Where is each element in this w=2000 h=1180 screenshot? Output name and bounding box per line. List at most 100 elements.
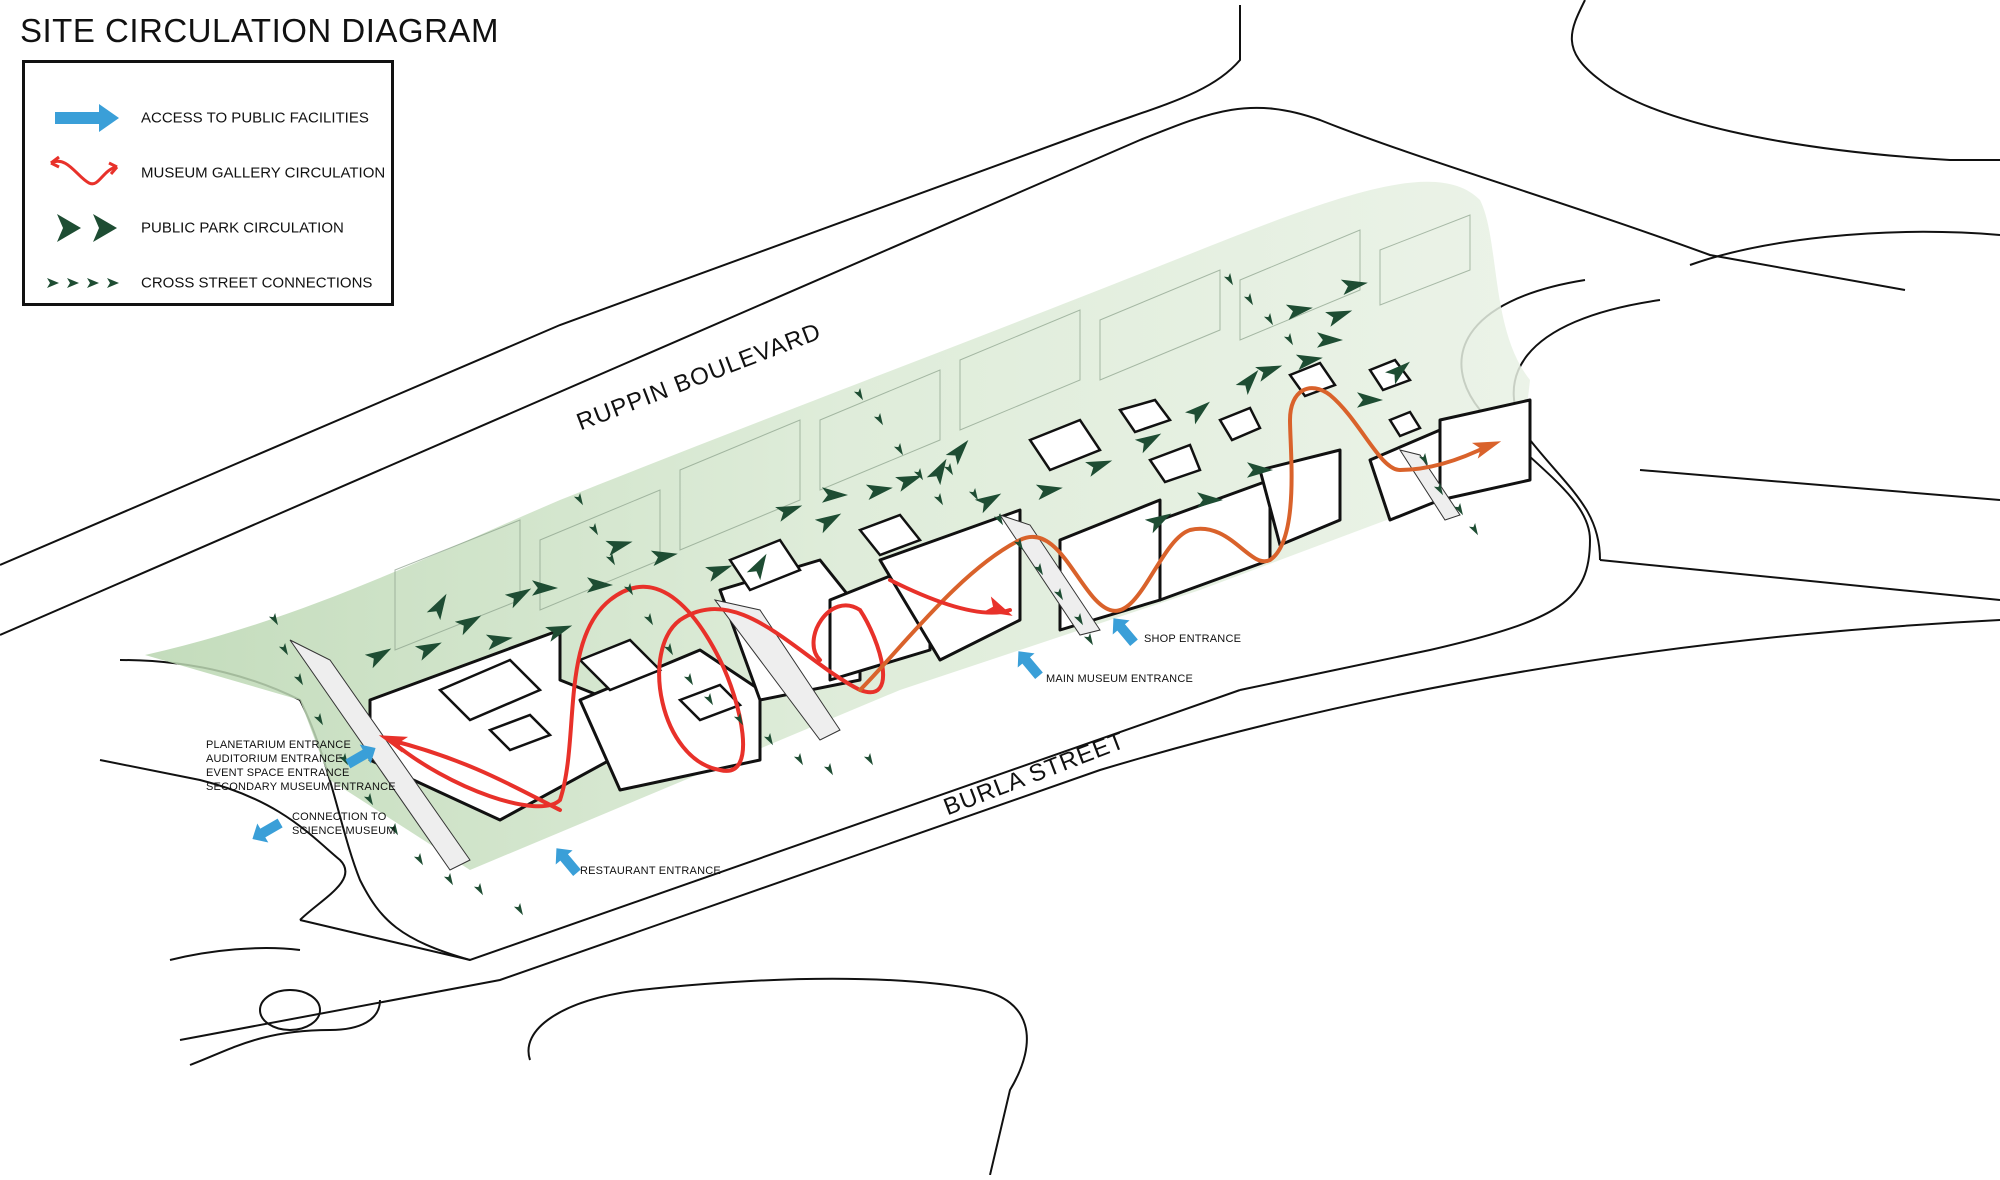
gallery-arrowhead-center <box>983 596 1013 616</box>
park-circulation-arrowhead <box>705 565 733 582</box>
park-circulation-arrowhead <box>1317 332 1343 348</box>
cross-street-arrowhead <box>943 463 953 476</box>
access-arrow-planetarium <box>345 744 376 769</box>
cross-street-arrowhead <box>338 753 348 766</box>
cross-street-arrowhead <box>278 643 288 656</box>
access-arrow-science-museum <box>252 818 283 843</box>
park-circulation-arrowhead <box>364 648 392 669</box>
cross-street-arrowhead <box>588 523 598 536</box>
cross-street-arrowhead <box>1033 563 1043 576</box>
cross-street-arrowhead <box>933 493 943 506</box>
park-circulation-arrowhead <box>532 580 558 596</box>
roundabout-island <box>259 989 321 1031</box>
cross-street-arrowhead <box>443 873 453 886</box>
southwest-edge <box>99 759 347 921</box>
park-circulation-arrowhead <box>1247 462 1273 478</box>
south-road-west <box>189 999 381 1066</box>
park-circulation-arrowhead <box>1285 304 1313 320</box>
cross-street-arrowhead <box>573 493 583 506</box>
access-arrow-restaurant <box>555 848 581 876</box>
legend-label-gallery: MUSEUM GALLERY CIRCULATION <box>141 164 386 182</box>
cross-street-arrowhead <box>703 693 713 706</box>
park-circulation-arrowhead <box>1235 370 1259 395</box>
cross-street-arrowhead <box>663 643 673 656</box>
cross-street-arrowhead <box>388 823 398 836</box>
cross-street-arrowhead <box>473 883 483 896</box>
legend-item-gallery: MUSEUM GALLERY CIRCULATION <box>25 153 391 193</box>
legend-item-park: PUBLIC PARK CIRCULATION <box>25 208 391 248</box>
cross-street-arrowhead <box>513 903 523 916</box>
park-circulation-arrowhead <box>1185 401 1210 425</box>
cross-street-arrowhead <box>1073 613 1083 626</box>
burla-street-south-edge <box>179 619 2000 1041</box>
cross-street-arrowhead <box>1083 633 1093 646</box>
cross-street-arrowhead <box>863 753 873 766</box>
legend-item-access: ACCESS TO PUBLIC FACILITIES <box>25 98 391 138</box>
park-circulation-arrowhead <box>775 505 803 522</box>
entrance-label-restaurant: RESTAURANT ENTRANCE <box>580 865 721 877</box>
cross-street-arrowhead <box>1223 273 1233 286</box>
small-green-arrowheads-icon <box>47 278 119 288</box>
cross-street-arrowhead <box>793 753 803 766</box>
park-circulation-arrowhead <box>1340 279 1368 295</box>
park-circulation-arrowhead <box>587 577 613 593</box>
south-curb <box>527 977 1028 1176</box>
park-circulation-arrowhead <box>426 593 447 621</box>
park-circulation-arrowhead <box>605 540 633 556</box>
park-circulation-arrowhead <box>1357 392 1383 408</box>
east-road-inner <box>1689 230 2000 266</box>
green-arrowheads-icon <box>57 214 117 242</box>
courtyard-boxes <box>437 358 1422 752</box>
park-circulation-arrowhead <box>650 550 678 566</box>
park-circulation-arrowhead <box>814 513 842 534</box>
park-circulation-arrowhead <box>974 493 1002 514</box>
wireframe-massing <box>394 214 1471 651</box>
southwest-road-top <box>169 947 301 961</box>
park-circulation-arrowhead <box>454 615 482 636</box>
access-arrow-shop <box>1112 618 1138 646</box>
cross-street-arrowhead <box>605 553 615 566</box>
entrance-label-planetarium: PLANETARIUM ENTRANCE <box>206 739 351 751</box>
blue-arrow-icon <box>55 104 119 132</box>
park-circulation-arrowhead <box>485 634 513 650</box>
cross-street-arrowhead <box>643 613 653 626</box>
entrance-label-auditorium: AUDITORIUM ENTRANCE <box>206 753 343 765</box>
cross-street-arrowhead <box>313 713 323 726</box>
park-circulation-arrowhead <box>1255 365 1283 382</box>
cross-street-arrowhead <box>413 853 423 866</box>
park-circulation-arrowhead <box>1295 354 1323 370</box>
park-circulation-arrowhead <box>1134 433 1162 454</box>
staircase-center <box>713 599 841 741</box>
cross-street-arrowhead <box>873 413 883 426</box>
red-squiggle-arrow-icon <box>50 155 119 186</box>
east-lower-edge <box>1639 469 2000 501</box>
park-circulation-arrowhead <box>1085 460 1113 477</box>
park-circulation-arrowhead <box>746 553 767 581</box>
cross-street-arrowhead <box>823 763 833 776</box>
gallery-arrowhead-east <box>1471 441 1502 459</box>
legend-item-cross-street: CROSS STREET CONNECTIONS <box>25 263 391 303</box>
cross-street-arrowhead <box>893 443 903 456</box>
cross-street-arrowhead <box>913 468 923 481</box>
entrance-label-event-space: EVENT SPACE ENTRANCE <box>206 767 350 779</box>
cross-street-arrowhead <box>1418 453 1428 466</box>
legend-label-cross-street: CROSS STREET CONNECTIONS <box>141 274 373 292</box>
staircase-east <box>998 514 1101 636</box>
gallery-arrowhead-west <box>378 735 409 753</box>
connection-label-line-2: SCIENCE MUSEUM <box>292 825 396 837</box>
diagram-title: SITE CIRCULATION DIAGRAM <box>20 12 499 49</box>
cross-street-arrowhead <box>1468 523 1478 536</box>
ruppin-boulevard-south-edge <box>0 106 1906 636</box>
park-circulation-arrowhead <box>1385 361 1410 385</box>
cross-street-arrowhead <box>1283 333 1293 346</box>
entrance-label-shop: SHOP ENTRANCE <box>1144 633 1242 645</box>
building-block-east-3 <box>1258 448 1342 547</box>
park-circulation-arrowhead <box>926 458 947 486</box>
connection-label-line-1: CONNECTION TO <box>292 811 387 823</box>
legend: ACCESS TO PUBLIC FACILITIES MUSEUM GALLE… <box>22 60 394 306</box>
park-circulation-arrowhead <box>895 475 923 492</box>
cross-street-arrowhead <box>1053 588 1063 601</box>
legend-label-park: PUBLIC PARK CIRCULATION <box>141 219 344 237</box>
circulation-arrows <box>252 273 1502 916</box>
park-circulation-arrowhead <box>1035 484 1063 500</box>
